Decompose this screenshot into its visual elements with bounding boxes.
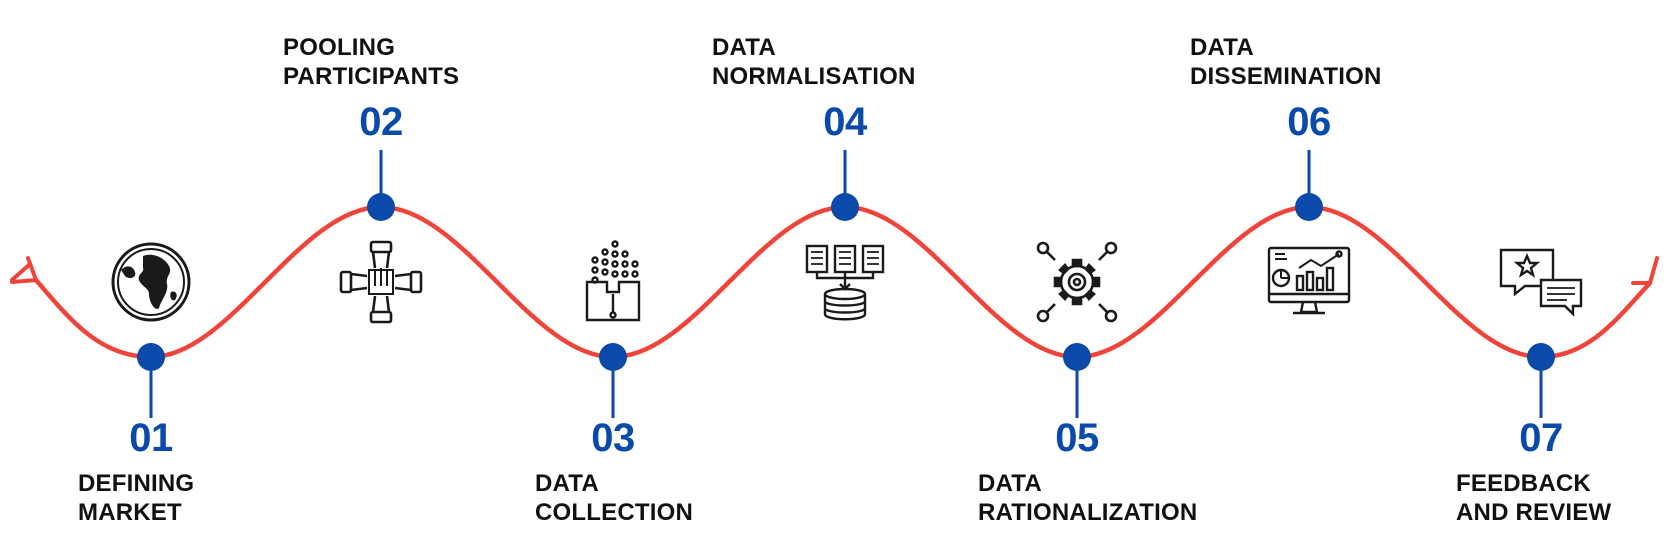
dot-01 [137,343,165,371]
step-number-07: 07 [1519,416,1563,460]
step-number-03: 03 [591,416,635,460]
analytics-monitor-icon [1267,246,1351,315]
step-label-05-line1: DATA [978,470,1042,497]
dot-03 [599,343,627,371]
gear-network-icon [1036,241,1118,323]
wave-line [34,204,1652,360]
step-label-02-line2: PARTICIPANTS [283,63,460,90]
step-label-02: POOLING PARTICIPANTS [283,33,459,91]
step-number-04: 04 [823,100,867,144]
step-label-03-line2: COLLECTION [535,499,693,526]
step-label-01: DEFINING MARKET [78,469,194,527]
step-label-03-line1: DATA [535,470,599,497]
step-label-06-line1: DATA [1190,34,1254,61]
globe-icon [111,242,191,322]
feedback-chat-icon [1499,248,1583,317]
step-label-01-line1: DEFINING [78,470,195,497]
step-number-05: 05 [1055,416,1099,460]
dot-04 [831,193,859,221]
data-collection-icon [585,240,641,322]
step-label-04: DATA NORMALISATION [712,33,915,91]
step-label-04-line2: NORMALISATION [712,63,916,90]
step-label-01-line2: MARKET [78,499,182,526]
step-label-06: DATA DISSEMINATION [1190,33,1382,91]
step-number-02: 02 [359,100,403,144]
step-label-05: DATA RATIONALIZATION [978,469,1197,527]
step-label-07-line1: FEEDBACK [1456,470,1591,497]
database-merge-icon [805,244,885,321]
step-number-06: 06 [1287,100,1331,144]
step-label-06-line2: DISSEMINATION [1190,63,1382,90]
wave-tail-icon [10,256,38,284]
step-label-07: FEEDBACK AND REVIEW [1456,469,1611,527]
step-label-05-line2: RATIONALIZATION [978,499,1198,526]
step-label-04-line1: DATA [712,34,776,61]
step-number-01: 01 [129,416,173,460]
teamwork-hands-icon [339,240,423,324]
dot-05 [1063,343,1091,371]
dot-02 [367,193,395,221]
step-label-02-line1: POOLING [283,34,396,61]
wave-arrow-icon [1631,256,1659,285]
dot-06 [1295,193,1323,221]
dot-07 [1527,343,1555,371]
step-label-03: DATA COLLECTION [535,469,693,527]
step-label-07-line2: AND REVIEW [1456,499,1612,526]
